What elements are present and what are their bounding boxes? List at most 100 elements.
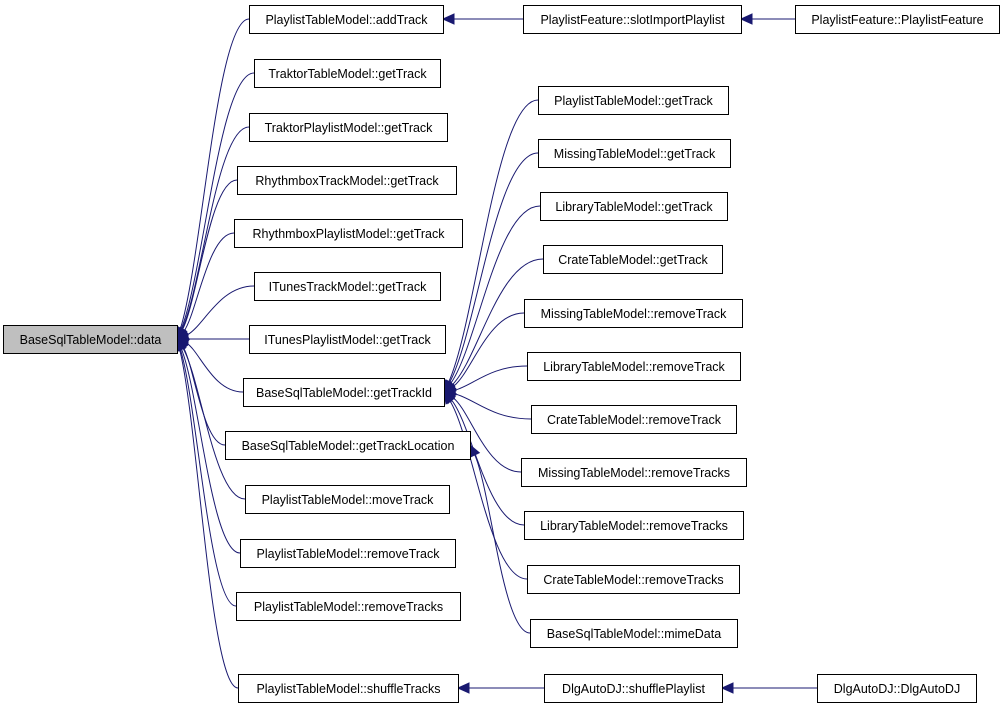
node-box[interactable] xyxy=(254,59,441,88)
edge-line xyxy=(449,400,528,580)
edge-pf_ctor-to-pf_slot xyxy=(739,13,795,25)
node-label: MissingTableModel::getTrack xyxy=(554,147,716,161)
node-box[interactable] xyxy=(234,219,463,248)
arrowhead-icon xyxy=(469,443,481,458)
node-traktorplaylistmodel-gettrack[interactable]: TraktorPlaylistModel::getTrack xyxy=(249,113,448,142)
edge-pl_rms-to-root xyxy=(175,337,237,607)
edge-bs_loc-to-root xyxy=(176,338,226,446)
node-missingtablemodel-removetracks[interactable]: MissingTableModel::removeTracks xyxy=(521,458,747,487)
node-box[interactable] xyxy=(527,352,741,381)
node-box[interactable] xyxy=(531,405,737,434)
node-dlgautodj-shuffleplaylist[interactable]: DlgAutoDJ::shufflePlaylist xyxy=(544,674,723,703)
node-box[interactable] xyxy=(538,86,729,115)
node-box[interactable] xyxy=(543,245,723,274)
node-librarytablemodel-removetrack[interactable]: LibraryTableModel::removeTrack xyxy=(527,352,741,381)
node-basesqltablemodel-mimedata[interactable]: BaseSqlTableModel::mimeData xyxy=(530,619,738,648)
node-playlisttablemodel-gettrack[interactable]: PlaylistTableModel::getTrack xyxy=(538,86,729,115)
node-box[interactable] xyxy=(540,192,728,221)
node-box[interactable] xyxy=(538,139,731,168)
node-librarytablemodel-gettrack[interactable]: LibraryTableModel::getTrack xyxy=(540,192,728,221)
node-label: DlgAutoDJ::DlgAutoDJ xyxy=(834,682,960,696)
node-label: PlaylistTableModel::getTrack xyxy=(554,94,713,108)
node-box[interactable] xyxy=(245,485,450,514)
node-label: PlaylistTableModel::moveTrack xyxy=(262,493,435,507)
node-label: TraktorPlaylistModel::getTrack xyxy=(265,121,434,135)
edge-line xyxy=(453,312,525,387)
node-label: MissingTableModel::removeTrack xyxy=(541,307,727,321)
node-box[interactable] xyxy=(524,299,743,328)
node-rhythmboxplaylistmodel-gettrack[interactable]: RhythmboxPlaylistModel::getTrack xyxy=(234,219,463,248)
node-box[interactable] xyxy=(527,565,740,594)
edge-pf_slot-to-pl_add xyxy=(441,13,523,25)
node-box[interactable] xyxy=(225,431,471,460)
node-label: DlgAutoDJ::shufflePlaylist xyxy=(562,682,705,696)
node-label: ITunesPlaylistModel::getTrack xyxy=(264,333,431,347)
node-label: PlaylistFeature::slotImportPlaylist xyxy=(540,13,725,27)
node-label: LibraryTableModel::removeTrack xyxy=(543,360,725,374)
node-box[interactable] xyxy=(524,511,744,540)
node-label: LibraryTableModel::removeTracks xyxy=(540,519,728,533)
node-dlgautodj-dlgautodj[interactable]: DlgAutoDJ::DlgAutoDJ xyxy=(817,674,977,703)
node-box[interactable] xyxy=(530,619,738,648)
node-box[interactable] xyxy=(521,458,747,487)
edge-line xyxy=(183,232,235,332)
node-playlisttablemodel-addtrack[interactable]: PlaylistTableModel::addTrack xyxy=(249,5,444,34)
node-box[interactable] xyxy=(254,272,441,301)
edge-dj_ctor-to-dj_shuf xyxy=(720,682,817,694)
node-basesqltablemodel-gettrackid[interactable]: BaseSqlTableModel::getTrackId xyxy=(243,378,445,407)
node-box[interactable] xyxy=(523,5,742,34)
node-label: PlaylistTableModel::shuffleTracks xyxy=(256,682,440,696)
node-label: BaseSqlTableModel::getTrackId xyxy=(256,386,432,400)
node-itunestrackmodel-gettrack[interactable]: ITunesTrackModel::getTrack xyxy=(254,272,441,301)
node-missingtablemodel-gettrack[interactable]: MissingTableModel::getTrack xyxy=(538,139,731,168)
node-box[interactable] xyxy=(249,113,448,142)
edge-line xyxy=(454,393,532,420)
edge-line xyxy=(179,349,239,689)
node-label: BaseSqlTableModel::data xyxy=(20,333,162,347)
node-box[interactable] xyxy=(237,166,457,195)
node-playlisttablemodel-removetracks[interactable]: PlaylistTableModel::removeTracks xyxy=(236,592,461,621)
node-label: RhythmboxPlaylistModel::getTrack xyxy=(253,227,446,241)
edge-line xyxy=(454,365,528,391)
node-basesqltablemodel-gettracklocation[interactable]: BaseSqlTableModel::getTrackLocation xyxy=(225,431,471,460)
edge-line xyxy=(474,454,531,634)
node-box[interactable] xyxy=(240,539,456,568)
edge-pl_move-to-root xyxy=(176,337,246,500)
node-librarytablemodel-removetracks[interactable]: LibraryTableModel::removeTracks xyxy=(524,511,744,540)
node-playlisttablemodel-removetrack[interactable]: PlaylistTableModel::removeTrack xyxy=(240,539,456,568)
node-basesqltablemodel-data[interactable]: BaseSqlTableModel::data xyxy=(3,325,178,354)
node-label: CrateTableModel::removeTrack xyxy=(547,413,722,427)
node-label: ITunesTrackModel::getTrack xyxy=(269,280,427,294)
node-playlisttablemodel-shuffletracks[interactable]: PlaylistTableModel::shuffleTracks xyxy=(238,674,459,703)
node-label: RhythmboxTrackModel::getTrack xyxy=(255,174,439,188)
edge-line xyxy=(453,397,522,473)
node-box[interactable] xyxy=(249,325,446,354)
edge-line xyxy=(451,399,525,526)
edge-line xyxy=(182,347,246,500)
node-box[interactable] xyxy=(795,5,1000,34)
node-playlistfeature-slotimportplaylist[interactable]: PlaylistFeature::slotImportPlaylist xyxy=(523,5,742,34)
node-box[interactable] xyxy=(817,674,977,703)
node-box[interactable] xyxy=(3,325,178,354)
node-playlistfeature-playlistfeature[interactable]: PlaylistFeature::PlaylistFeature xyxy=(795,5,1000,34)
node-traktortablemodel-gettrack[interactable]: TraktorTableModel::getTrack xyxy=(254,59,441,88)
node-box[interactable] xyxy=(544,674,723,703)
node-cratetablemodel-removetrack[interactable]: CrateTableModel::removeTrack xyxy=(531,405,737,434)
node-playlisttablemodel-movetrack[interactable]: PlaylistTableModel::moveTrack xyxy=(245,485,450,514)
node-itunesplaylistmodel-gettrack[interactable]: ITunesPlaylistModel::getTrack xyxy=(249,325,446,354)
node-rhythmboxtrackmodel-gettrack[interactable]: RhythmboxTrackModel::getTrack xyxy=(237,166,457,195)
node-cratetablemodel-gettrack[interactable]: CrateTableModel::getTrack xyxy=(543,245,723,274)
node-box[interactable] xyxy=(236,592,461,621)
arrowhead-icon xyxy=(739,13,753,25)
edge-line xyxy=(451,258,544,386)
edge-line xyxy=(186,343,244,393)
node-label: PlaylistTableModel::addTrack xyxy=(265,13,428,27)
node-label: PlaylistTableModel::removeTrack xyxy=(257,547,441,561)
node-cratetablemodel-removetracks[interactable]: CrateTableModel::removeTracks xyxy=(527,565,740,594)
edge-line xyxy=(448,99,539,383)
node-box[interactable] xyxy=(249,5,444,34)
node-box[interactable] xyxy=(238,674,459,703)
node-missingtablemodel-removetrack[interactable]: MissingTableModel::removeTrack xyxy=(524,299,743,328)
node-box[interactable] xyxy=(243,378,445,407)
